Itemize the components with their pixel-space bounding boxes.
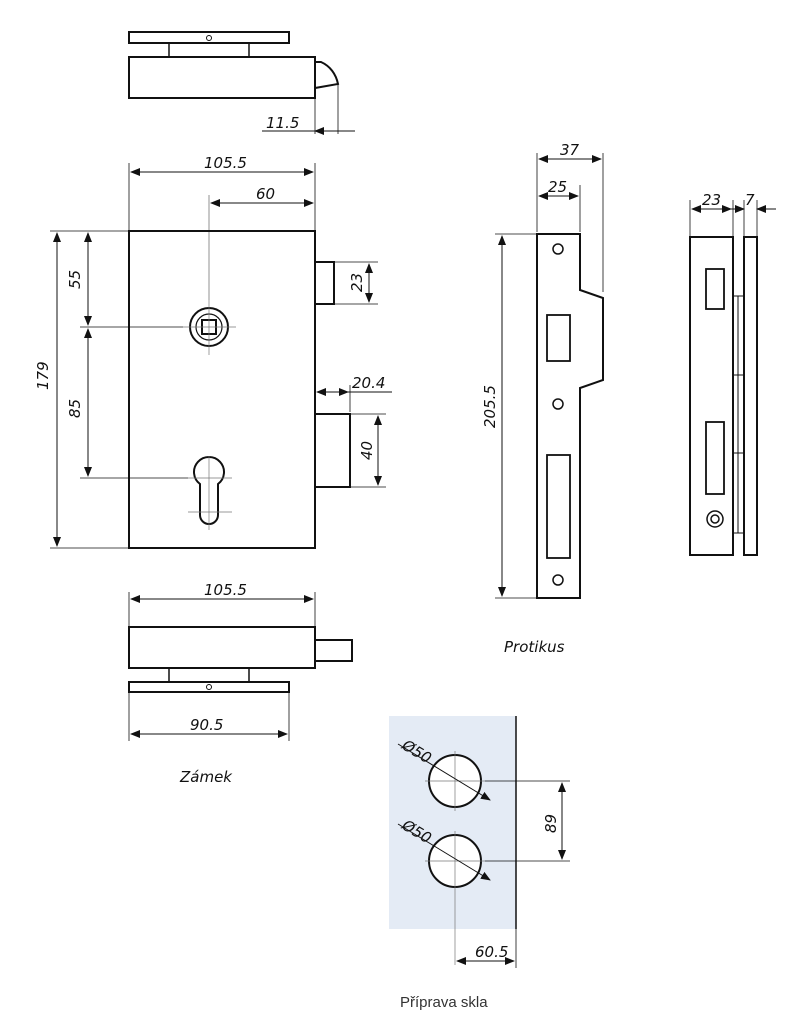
side-latch-window [705,268,725,310]
diam-leader-lower [397,823,491,881]
top-latch [314,61,340,90]
side-glass [743,236,758,556]
strike-outline [536,233,604,599]
lock-top-view [128,31,355,135]
dim-side-width: 23 [702,191,721,209]
dim-hole-edge-offset: 60.5 [475,943,508,961]
dim-lock-height: 179 [34,361,52,390]
diam-leader-upper [397,743,491,801]
strike-screw-mid [552,398,564,410]
dim-strike-inner-width: 25 [548,178,567,196]
strike-bolt-opening [546,454,571,559]
bottom-mounting-plate [128,681,290,693]
bottom-neck [168,667,250,683]
dim-spindle-to-cylinder: 85 [66,399,84,418]
dim-glass-thickness: 7 [745,191,755,209]
side-screw-inner [710,514,720,524]
dim-backset: 60 [256,185,275,203]
dim-latch-projection: 11.5 [266,114,299,132]
caption-glass: Příprava skla [400,994,488,1011]
dim-plate-width: 90.5 [190,716,223,734]
dim-spindle-from-top: 55 [66,270,84,289]
strike-latch-opening [546,314,571,362]
lock-body [128,230,316,549]
strike-plate-view [495,153,604,599]
dim-lock-width-bottom: 105.5 [204,581,247,599]
top-mounting-plate [128,31,290,44]
side-body [689,236,734,556]
dim-latch-height: 23 [348,273,366,292]
dim-hole-spacing: 89 [542,814,560,833]
side-view [689,200,776,556]
bottom-bolt [314,639,353,662]
bolt-front [314,413,351,488]
side-screw-outer [706,510,724,528]
dim-bolt-height: 40 [358,441,376,460]
cylinder-keyhole [193,456,225,525]
lock-bottom-view [128,592,353,741]
strike-screw-bottom [552,574,564,586]
dim-bolt-projection: 20.4 [352,374,385,392]
top-neck [168,42,250,58]
side-bolt-window [705,421,725,495]
strike-screw-top [552,243,564,255]
dim-lock-width-top: 105.5 [204,154,247,172]
bottom-screw-hole [206,684,212,690]
glass-preparation-view [389,716,570,968]
latch-front [314,261,335,305]
bottom-lock-body [128,626,316,669]
caption-lock: Zámek [179,768,233,786]
dim-strike-height: 205.5 [481,385,499,428]
top-lock-body [128,56,316,99]
dim-strike-width: 37 [560,141,580,159]
lock-front-view [50,163,392,549]
top-screw-hole [206,35,212,41]
caption-strike: Protikus [504,638,565,656]
